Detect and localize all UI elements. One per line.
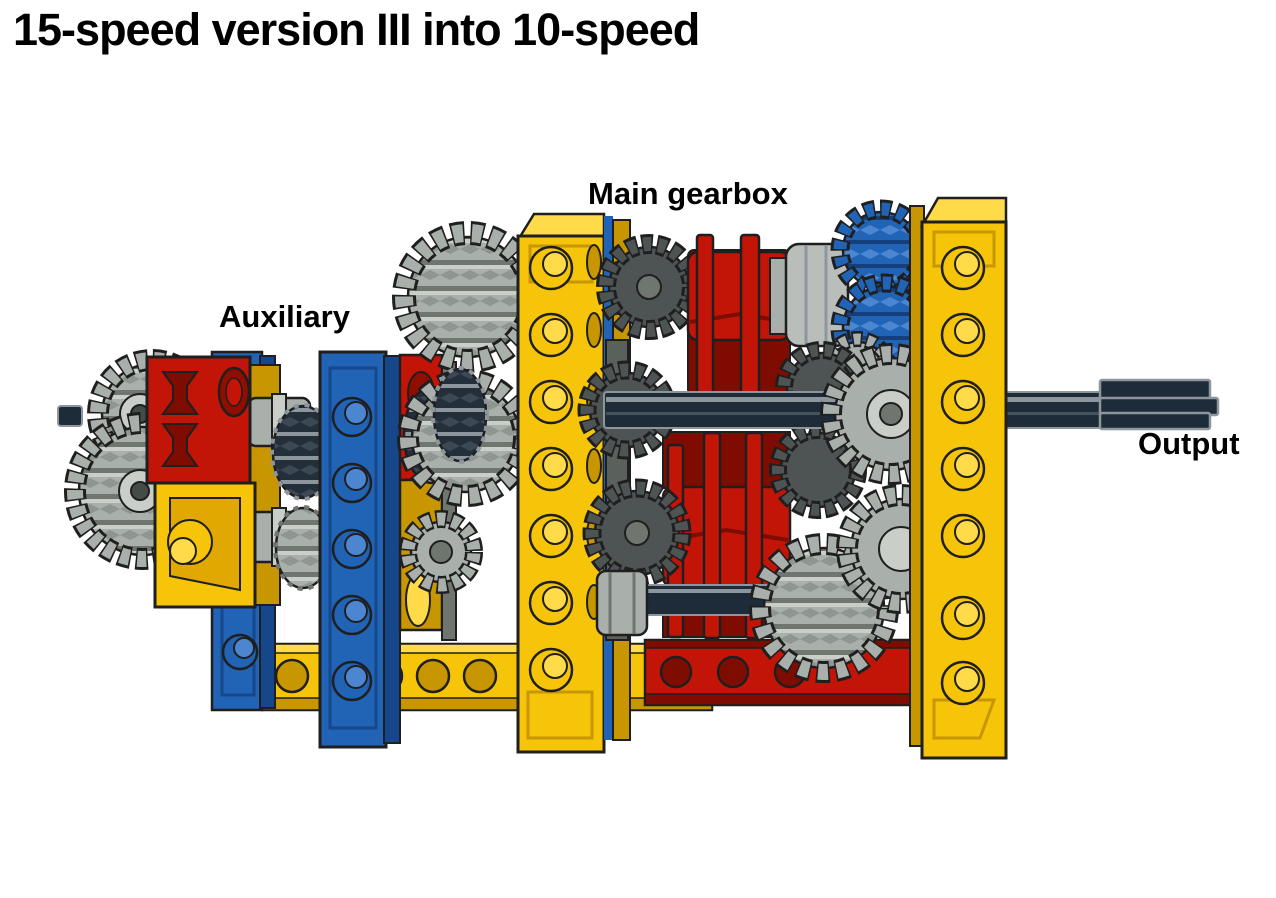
stud-column xyxy=(331,396,373,702)
axle-cutout-glyph xyxy=(161,423,199,467)
output-axle xyxy=(1098,378,1220,431)
label-output: Output xyxy=(1138,426,1240,461)
stud-column xyxy=(528,245,574,693)
label-auxiliary: Auxiliary xyxy=(219,299,350,334)
axle-cutout-glyph xyxy=(161,371,199,415)
aux-yellow-brick xyxy=(153,481,257,609)
dark-gear-right-lower xyxy=(769,421,867,519)
gearbox-top-dark-gear xyxy=(596,234,702,340)
main-yellow-beam-right xyxy=(909,196,1008,760)
aux-blue-beam-2 xyxy=(318,350,401,749)
axle-stub-left xyxy=(57,405,83,427)
stud-column xyxy=(940,245,986,706)
gray-bushing-low xyxy=(595,569,649,637)
center-bevel-dark xyxy=(431,366,489,464)
crown-gear-upper xyxy=(392,221,544,373)
aux-red-brick xyxy=(145,355,252,485)
page-title: 15-speed version III into 10-speed xyxy=(13,4,700,55)
center-small-gear xyxy=(399,510,483,594)
label-main-gearbox: Main gearbox xyxy=(588,176,788,211)
